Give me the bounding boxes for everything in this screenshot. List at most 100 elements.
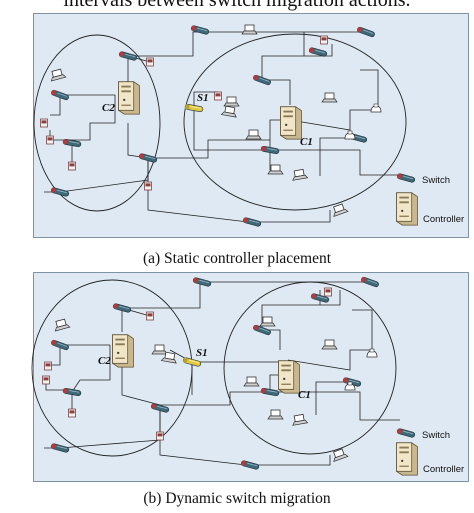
switch-icon xyxy=(260,387,280,397)
link-line xyxy=(304,44,333,57)
switch-icon xyxy=(253,324,271,336)
switch-icon xyxy=(357,26,375,38)
laptop-icon xyxy=(151,344,168,355)
legend-switch-label: Switch xyxy=(422,430,450,441)
label-c2: C2 xyxy=(102,102,115,114)
link-line xyxy=(71,345,111,393)
link-line xyxy=(262,79,291,105)
host-icon xyxy=(42,375,50,385)
switch-icon xyxy=(51,339,69,351)
host-icon xyxy=(68,408,76,418)
host-icon xyxy=(146,311,154,321)
link-line xyxy=(148,139,270,159)
header-text: intervals between switch migration actio… xyxy=(63,0,411,11)
link-line xyxy=(127,123,149,159)
laptop-icon xyxy=(321,339,338,350)
link-line xyxy=(128,31,362,57)
laptop-icon xyxy=(223,96,240,107)
link-line xyxy=(269,374,282,392)
laptop-icon xyxy=(243,376,260,387)
link-line xyxy=(44,405,161,449)
laptop-icon xyxy=(267,164,284,175)
link-line xyxy=(44,158,149,193)
legend-controller-label: Controller xyxy=(423,214,464,225)
legend-switch-label: Switch xyxy=(422,175,450,186)
link-line xyxy=(269,119,284,150)
switch-icon xyxy=(308,47,328,57)
link-line xyxy=(121,366,161,406)
link-line xyxy=(193,91,218,108)
legend-controller-label: Controller xyxy=(423,464,464,475)
switch-icon xyxy=(253,74,271,86)
laptop-icon xyxy=(267,409,284,420)
phone-icon xyxy=(344,381,356,391)
switch-icon xyxy=(112,303,132,313)
link-line xyxy=(122,281,368,309)
link-line xyxy=(159,405,331,466)
switch-icon xyxy=(361,276,379,288)
switch-icon xyxy=(190,25,210,35)
label-s1: S1 xyxy=(196,347,208,359)
laptop-icon xyxy=(160,351,177,364)
laptop-icon xyxy=(245,129,262,140)
host-icon xyxy=(40,118,48,128)
switch-icon xyxy=(396,173,416,183)
switch-icon xyxy=(138,153,158,163)
controller-icon xyxy=(280,106,302,140)
label-c2: C2 xyxy=(98,355,111,367)
host-icon xyxy=(324,287,332,297)
phone-icon xyxy=(370,103,382,113)
highlighted-switch-icon xyxy=(182,357,202,367)
link-line xyxy=(289,109,378,131)
laptop-icon xyxy=(54,318,71,332)
link-line xyxy=(160,391,270,406)
host-icon xyxy=(156,431,164,441)
link-line xyxy=(320,290,341,306)
switch-icon xyxy=(118,51,138,61)
controller-icon xyxy=(118,81,140,115)
label-s1: S1 xyxy=(197,92,209,104)
c1-domain-ellipse xyxy=(223,281,397,455)
link-line xyxy=(193,108,270,151)
laptop-icon xyxy=(292,413,309,426)
controller-icon xyxy=(396,192,418,226)
label-c1: C1 xyxy=(300,136,313,148)
host-icon xyxy=(44,361,52,371)
switch-icon xyxy=(396,428,416,438)
label-c1: C1 xyxy=(298,389,311,401)
link-line xyxy=(287,349,372,371)
switch-icon xyxy=(240,460,260,470)
caption-dynamic-migration: (b) Dynamic switch migration xyxy=(143,490,331,507)
switch-icon xyxy=(192,277,212,287)
link-line xyxy=(315,381,352,392)
switch-icon xyxy=(50,443,70,453)
c2-domain-ellipse xyxy=(31,279,193,457)
highlighted-switch-icon xyxy=(184,103,204,113)
host-icon xyxy=(144,181,152,191)
c2-domain-ellipse xyxy=(33,34,161,212)
c1-domain-ellipse xyxy=(183,33,407,211)
controller-icon xyxy=(396,442,418,476)
laptop-icon xyxy=(50,68,67,82)
caption-static-placement: (a) Static controller placement xyxy=(142,250,332,267)
controller-icon xyxy=(278,360,300,394)
switch-icon xyxy=(150,403,170,413)
switch-icon xyxy=(62,387,82,397)
host-icon xyxy=(68,161,76,171)
link-line xyxy=(360,69,379,110)
host-icon xyxy=(214,91,222,101)
link-line xyxy=(352,309,373,350)
link-line xyxy=(50,95,61,116)
link-line xyxy=(72,95,116,141)
host-icon xyxy=(320,35,328,45)
laptop-icon xyxy=(321,92,338,103)
link-line xyxy=(261,32,305,80)
link-line xyxy=(147,158,331,223)
laptop-icon xyxy=(292,168,309,181)
switch-icon xyxy=(50,187,70,197)
host-icon xyxy=(46,135,54,145)
phone-icon xyxy=(366,348,378,358)
laptop-icon xyxy=(220,105,237,118)
laptop-icon xyxy=(333,203,349,218)
